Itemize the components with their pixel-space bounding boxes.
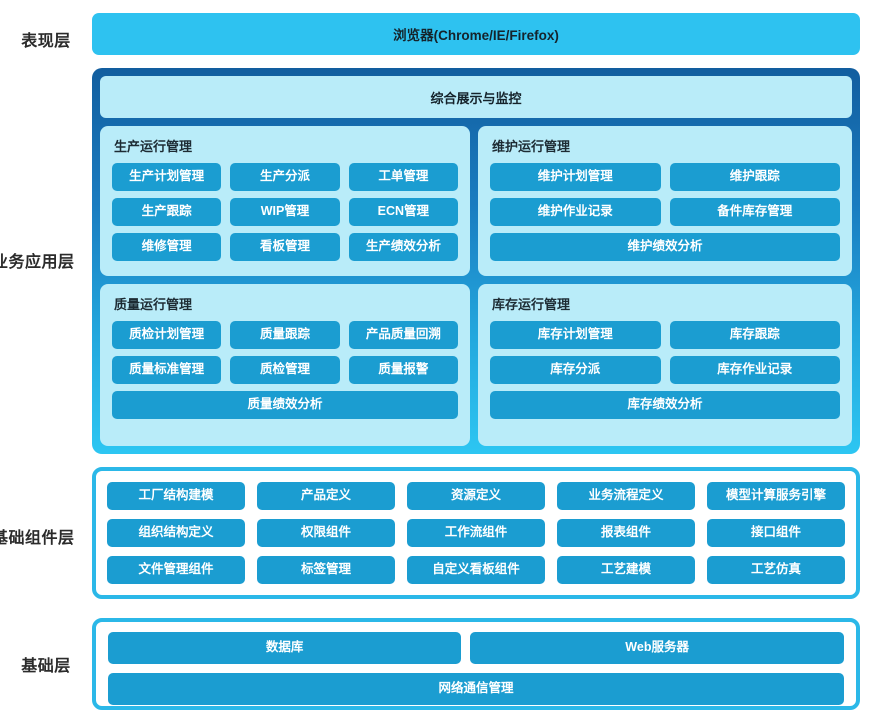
presentation-browser-bar: 浏览器(Chrome/IE/Firefox): [92, 13, 860, 55]
module-tile[interactable]: 质量绩效分析: [112, 391, 458, 419]
module-tile[interactable]: WIP管理: [230, 198, 340, 226]
base-components-layer: 工厂结构建模 产品定义 资源定义 业务流程定义 模型计算服务引擎 组织结构定义 …: [92, 467, 860, 599]
panel-row: 维护绩效分析: [490, 233, 840, 261]
module-tile[interactable]: 工单管理: [348, 163, 458, 191]
panel-row: 库存计划管理 库存跟踪: [490, 321, 840, 349]
panel-title-maintenance: 维护运行管理: [492, 139, 571, 154]
module-tile[interactable]: 库存计划管理: [490, 321, 661, 349]
module-tile[interactable]: 质检计划管理: [112, 321, 222, 349]
module-tile[interactable]: 维护跟踪: [669, 163, 840, 191]
panel-row: 库存分派 库存作业记录: [490, 356, 840, 384]
component-tile[interactable]: 报表组件: [557, 519, 695, 547]
component-tile[interactable]: 自定义看板组件: [407, 556, 545, 584]
layer-label-business: 业务应用层: [0, 254, 75, 271]
component-tile[interactable]: 模型计算服务引擎: [707, 482, 845, 510]
base-tile-network-communication[interactable]: 网络通信管理: [108, 673, 844, 705]
module-tile[interactable]: 质量报警: [348, 356, 458, 384]
base-row: 网络通信管理: [108, 673, 844, 705]
base-tile-web-server[interactable]: Web服务器: [470, 632, 844, 664]
panel-row: 维护计划管理 维护跟踪: [490, 163, 840, 191]
panel-row: 维护作业记录 备件库存管理: [490, 198, 840, 226]
component-tile[interactable]: 业务流程定义: [557, 482, 695, 510]
component-tile[interactable]: 文件管理组件: [107, 556, 245, 584]
component-tile[interactable]: 资源定义: [407, 482, 545, 510]
panel-row: 质量绩效分析: [112, 391, 458, 419]
panel-row: 维修管理 看板管理 生产绩效分析: [112, 233, 458, 261]
component-tile[interactable]: 工艺建模: [557, 556, 695, 584]
module-tile[interactable]: 维修管理: [112, 233, 222, 261]
component-tile[interactable]: 标签管理: [257, 556, 395, 584]
layer-label-base: 基础层: [21, 658, 71, 675]
module-tile[interactable]: 库存绩效分析: [490, 391, 840, 419]
component-tile[interactable]: 组织结构定义: [107, 519, 245, 547]
module-tile[interactable]: 维护作业记录: [490, 198, 661, 226]
component-tile[interactable]: 接口组件: [707, 519, 845, 547]
module-tile[interactable]: 质检管理: [230, 356, 340, 384]
panel-row: 库存绩效分析: [490, 391, 840, 419]
panel-title-production: 生产运行管理: [114, 139, 193, 154]
panel-row: 生产跟踪 WIP管理 ECN管理: [112, 198, 458, 226]
panel-production-management: 生产运行管理 生产计划管理 生产分派 工单管理 生产跟踪 WIP管理 ECN管理…: [100, 126, 470, 276]
module-tile[interactable]: 库存作业记录: [669, 356, 840, 384]
module-tile[interactable]: 生产绩效分析: [348, 233, 458, 261]
base-infrastructure-layer: 数据库 Web服务器 网络通信管理: [92, 618, 860, 710]
panel-title-quality: 质量运行管理: [114, 297, 193, 312]
panel-quality-management: 质量运行管理 质检计划管理 质量跟踪 产品质量回溯 质量标准管理 质检管理 质量…: [100, 284, 470, 446]
module-tile[interactable]: 维护计划管理: [490, 163, 661, 191]
module-tile[interactable]: 质量标准管理: [112, 356, 222, 384]
module-tile[interactable]: 库存跟踪: [669, 321, 840, 349]
module-tile[interactable]: 看板管理: [230, 233, 340, 261]
panel-title-inventory: 库存运行管理: [492, 297, 571, 312]
layer-label-components: 基础组件层: [0, 530, 75, 547]
panel-inventory-management: 库存运行管理 库存计划管理 库存跟踪 库存分派 库存作业记录 库存绩效分析: [478, 284, 852, 446]
component-tile[interactable]: 工作流组件: [407, 519, 545, 547]
component-tile[interactable]: 权限组件: [257, 519, 395, 547]
business-application-layer: 综合展示与监控 生产运行管理 生产计划管理 生产分派 工单管理 生产跟踪 WIP…: [92, 68, 860, 454]
module-tile[interactable]: 库存分派: [490, 356, 661, 384]
panel-row: 质量标准管理 质检管理 质量报警: [112, 356, 458, 384]
component-tile[interactable]: 工艺仿真: [707, 556, 845, 584]
panel-maintenance-management: 维护运行管理 维护计划管理 维护跟踪 维护作业记录 备件库存管理 维护绩效分析: [478, 126, 852, 276]
module-tile[interactable]: 生产分派: [230, 163, 340, 191]
base-tile-database[interactable]: 数据库: [108, 632, 462, 664]
components-grid: 工厂结构建模 产品定义 资源定义 业务流程定义 模型计算服务引擎 组织结构定义 …: [107, 480, 845, 586]
module-tile[interactable]: 生产计划管理: [112, 163, 222, 191]
module-tile[interactable]: 质量跟踪: [230, 321, 340, 349]
panel-row: 生产计划管理 生产分派 工单管理: [112, 163, 458, 191]
base-row: 数据库 Web服务器: [108, 632, 844, 664]
overview-monitoring-band: 综合展示与监控: [100, 76, 852, 118]
layer-label-presentation: 表现层: [21, 33, 71, 50]
module-tile[interactable]: ECN管理: [348, 198, 458, 226]
component-tile[interactable]: 产品定义: [257, 482, 395, 510]
component-tile[interactable]: 工厂结构建模: [107, 482, 245, 510]
module-tile[interactable]: 备件库存管理: [669, 198, 840, 226]
module-tile[interactable]: 维护绩效分析: [490, 233, 840, 261]
module-tile[interactable]: 产品质量回溯: [348, 321, 458, 349]
module-tile[interactable]: 生产跟踪: [112, 198, 222, 226]
panel-row: 质检计划管理 质量跟踪 产品质量回溯: [112, 321, 458, 349]
